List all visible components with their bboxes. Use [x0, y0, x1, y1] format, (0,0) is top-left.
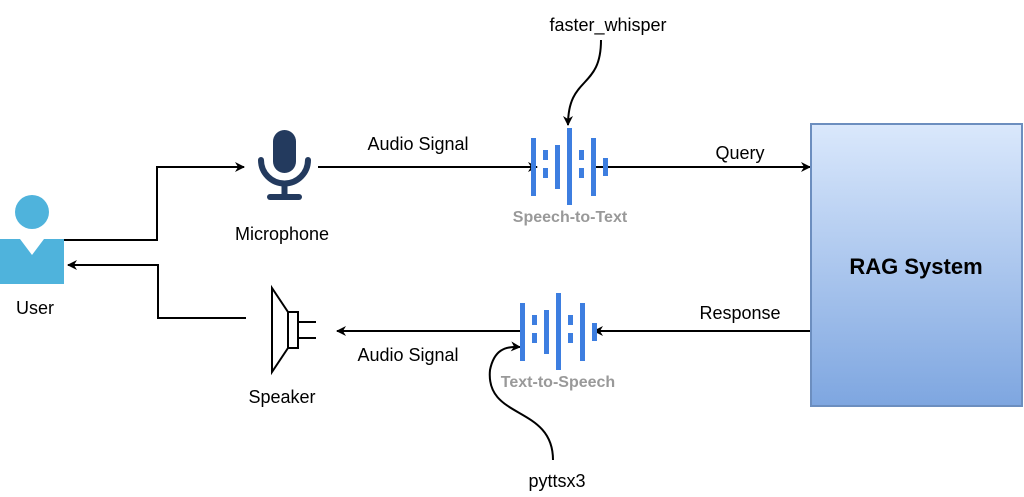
edge-label-audio-signal-out: Audio Signal [357, 345, 458, 365]
speaker-label: Speaker [248, 387, 315, 407]
annotation-pyttsx3: pyttsx3 [528, 471, 585, 491]
microphone-node: Microphone [235, 130, 329, 244]
connectors [62, 39, 811, 461]
audio-wave-icon [520, 293, 597, 370]
speaker-node: Speaker [248, 284, 316, 407]
speech-to-text-label: Speech-to-Text [513, 209, 628, 226]
microphone-label: Microphone [235, 224, 329, 244]
speech-to-text-node: Speech-to-Text [513, 128, 628, 226]
rag-system-box [810, 123, 1023, 407]
annotation-faster-whisper: faster_whisper [549, 15, 666, 36]
edge-label-query: Query [715, 143, 764, 163]
user-node: User [0, 195, 64, 318]
edge-faster-whisper-annotation [563, 39, 602, 126]
edge-user-to-microphone [62, 162, 245, 241]
text-to-speech-node: Text-to-Speech [501, 293, 615, 391]
speaker-icon [271, 284, 316, 376]
text-to-speech-label: Text-to-Speech [501, 374, 615, 391]
rag-system-label: RAG System [849, 254, 982, 279]
audio-wave-icon [531, 128, 608, 205]
rag-system-node: RAG System [810, 123, 1023, 407]
edge-pyttsx3-annotation [488, 341, 554, 461]
edge-label-response: Response [699, 303, 780, 323]
user-label: User [16, 298, 54, 318]
edge-speaker-to-user [67, 260, 246, 319]
edge-label-audio-signal-in: Audio Signal [367, 134, 468, 154]
user-icon [0, 195, 64, 284]
microphone-icon [258, 130, 311, 200]
